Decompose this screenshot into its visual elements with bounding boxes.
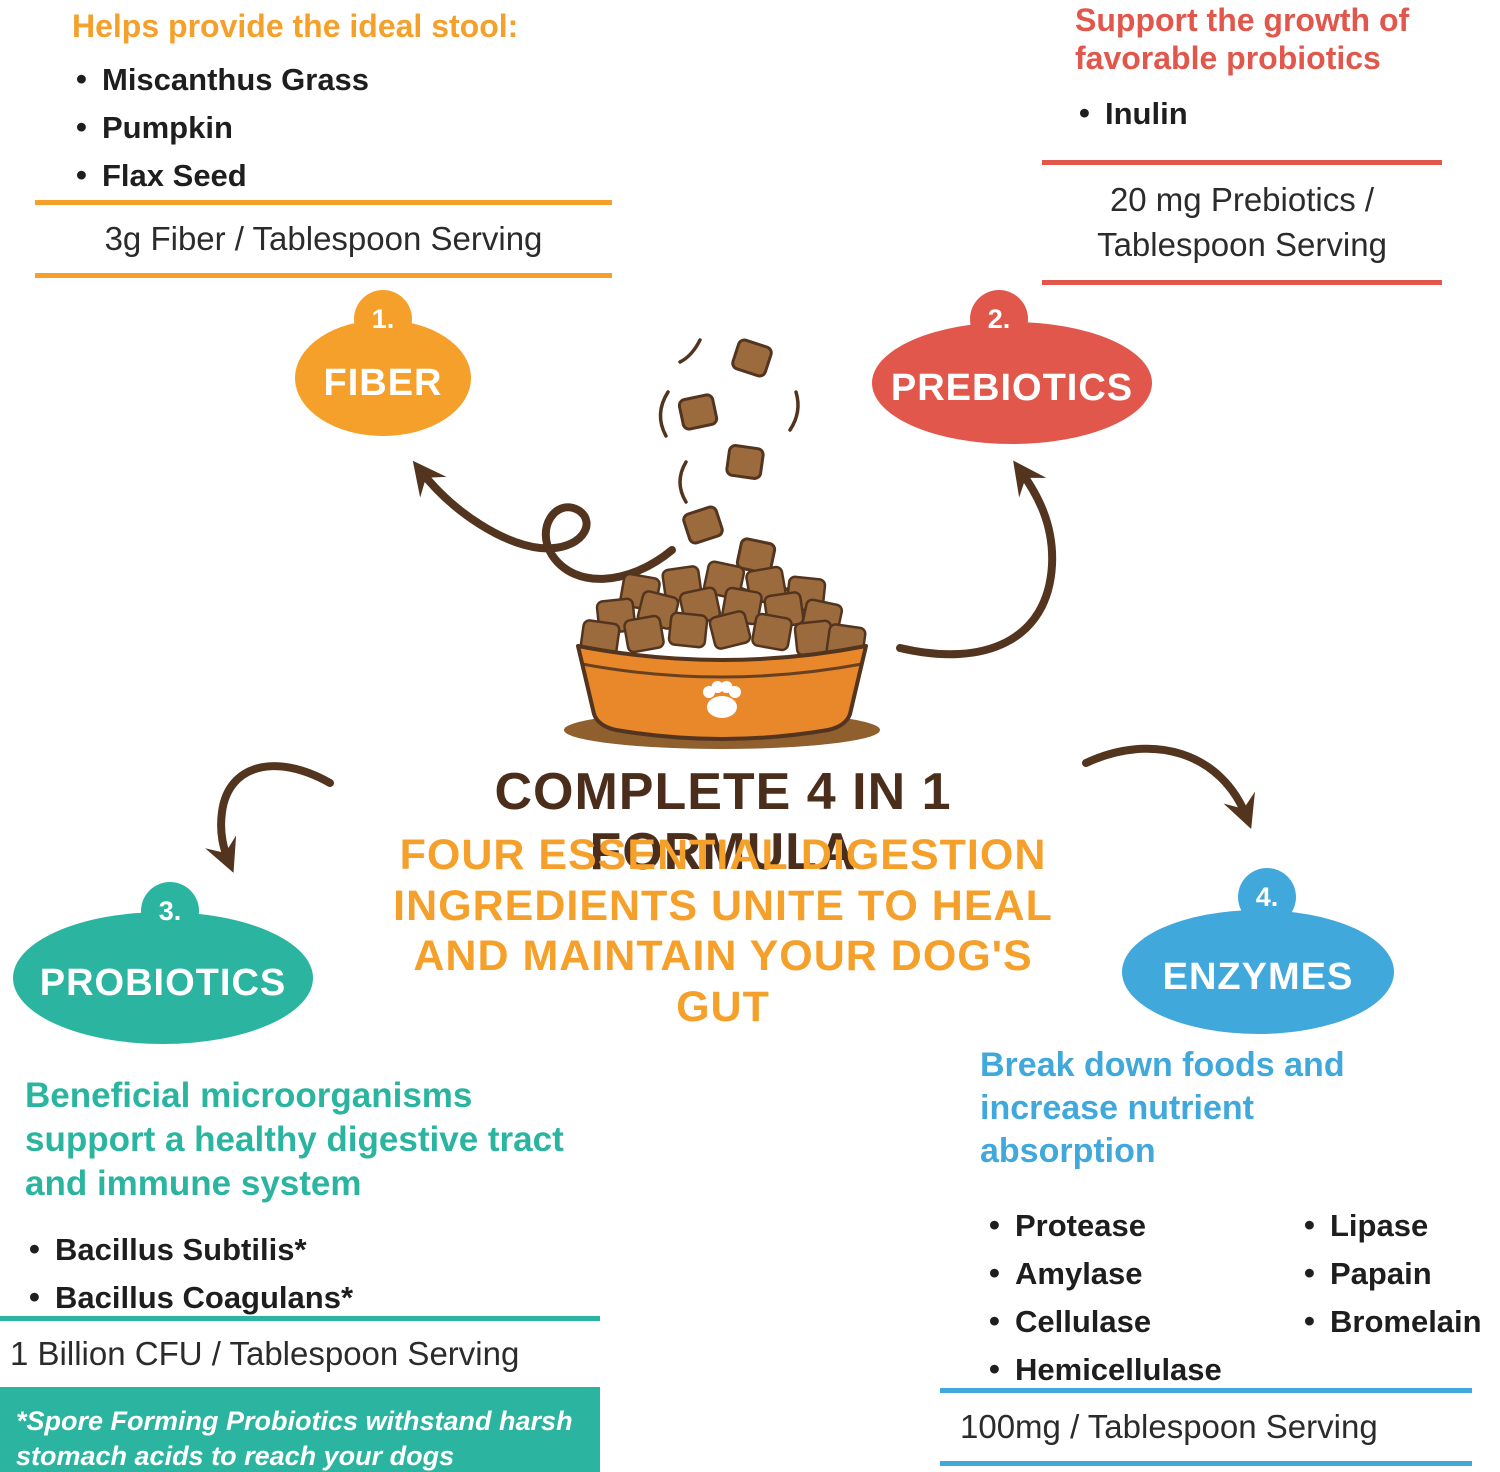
list-item: Lipase [1300,1207,1490,1244]
kibble-heap [579,560,867,661]
bowl-rim-line [581,662,863,679]
enzymes-info-section: Break down foods and increase nutrient a… [980,1044,1370,1172]
probiotics-info-section: Beneficial microorganisms support a heal… [25,1074,570,1328]
prebiotics-badge-label: PREBIOTICS [890,366,1134,409]
bowl-body [576,644,868,741]
fiber-heading: Helps provide the ideal stool: [72,8,519,44]
prebiotics-serving-box: 20 mg Prebiotics / Tablespoon Serving [1042,160,1442,286]
fiber-badge: 1. FIBER [295,290,471,436]
subtitle-line-3: AND MAINTAIN YOUR DOG'S GUT [413,932,1033,1032]
probiotics-badge-number: 3. [141,882,199,940]
list-item: Hemicellulase [985,1351,1285,1388]
prebiotics-info-section: Support the growth of favorable probioti… [1075,2,1475,144]
enzymes-list-col1: ProteaseAmylaseCellulaseHemicellulase [985,1196,1285,1400]
main-title: COMPLETE 4 IN 1 FORMULA [494,763,952,881]
list-item: Miscanthus Grass [72,61,652,98]
enzymes-list-col2: LipasePapainBromelain [1300,1196,1490,1352]
bowl-shadow [564,711,880,749]
probiotics-badge: 3. PROBIOTICS [13,882,313,1044]
list-item: Bacillus Subtilis* [25,1231,570,1268]
probiotics-badge-label: PROBIOTICS [39,961,287,1004]
probiotics-serving-box: 1 Billion CFU / Tablespoon Serving [0,1316,600,1392]
arrow-to-enzymes [1082,744,1255,829]
list-item: Bacillus Coagulans* [25,1279,570,1316]
list-item: Amylase [985,1255,1285,1292]
arrow-to-probiotics [205,762,334,873]
arrow-to-fiber [412,460,676,583]
prebiotics-badge-number: 2. [970,290,1028,348]
enzymes-badge-label: ENZYMES [1162,955,1354,998]
main-subtitle: FOUR ESSENTIAL DIGESTION INGREDIENTS UNI… [360,830,1086,1033]
fiber-badge-number: 1. [354,290,412,348]
list-item: Inulin [1075,95,1475,132]
arrow-to-prebiotics [896,460,1057,659]
list-item: Protease [985,1207,1285,1244]
fiber-serving-box: 3g Fiber / Tablespoon Serving [35,200,612,278]
enzymes-badge: 4. ENZYMES [1122,868,1394,1034]
enzymes-description: Break down foods and increase nutrient a… [980,1046,1345,1170]
probiotics-strains-list: Bacillus Subtilis* Bacillus Coagulans* [25,1231,570,1316]
list-item: Papain [1300,1255,1490,1292]
probiotics-description: Beneficial microorganisms support a heal… [25,1076,564,1204]
probiotics-footnote: *Spore Forming Probiotics withstand hars… [0,1392,600,1472]
list-item: Pumpkin [72,109,652,146]
motion-lines [658,338,800,596]
enzymes-serving-box: 100mg / Tablespoon Serving [940,1388,1472,1466]
list-item: Cellulase [985,1303,1285,1340]
prebiotics-ingredients-list: Inulin [1075,95,1475,132]
paw-print-icon [703,681,741,718]
enzymes-badge-number: 4. [1238,868,1296,926]
dog-bowl-illustration [564,560,880,749]
fiber-ingredients-list: Miscanthus GrassPumpkinFlax Seed [72,61,652,194]
list-item: Bromelain [1300,1303,1490,1340]
subtitle-line-1: FOUR ESSENTIAL DIGESTION [399,831,1047,879]
prebiotics-heading: Support the growth of favorable probioti… [1075,2,1410,76]
subtitle-line-2: INGREDIENTS UNITE TO HEAL [393,881,1053,930]
fiber-badge-label: FIBER [323,361,443,404]
prebiotics-badge: 2. PREBIOTICS [872,290,1152,444]
fiber-info-section: Helps provide the ideal stool: Miscanthu… [72,8,652,206]
falling-kibble [677,338,777,575]
list-item: Flax Seed [72,157,652,194]
